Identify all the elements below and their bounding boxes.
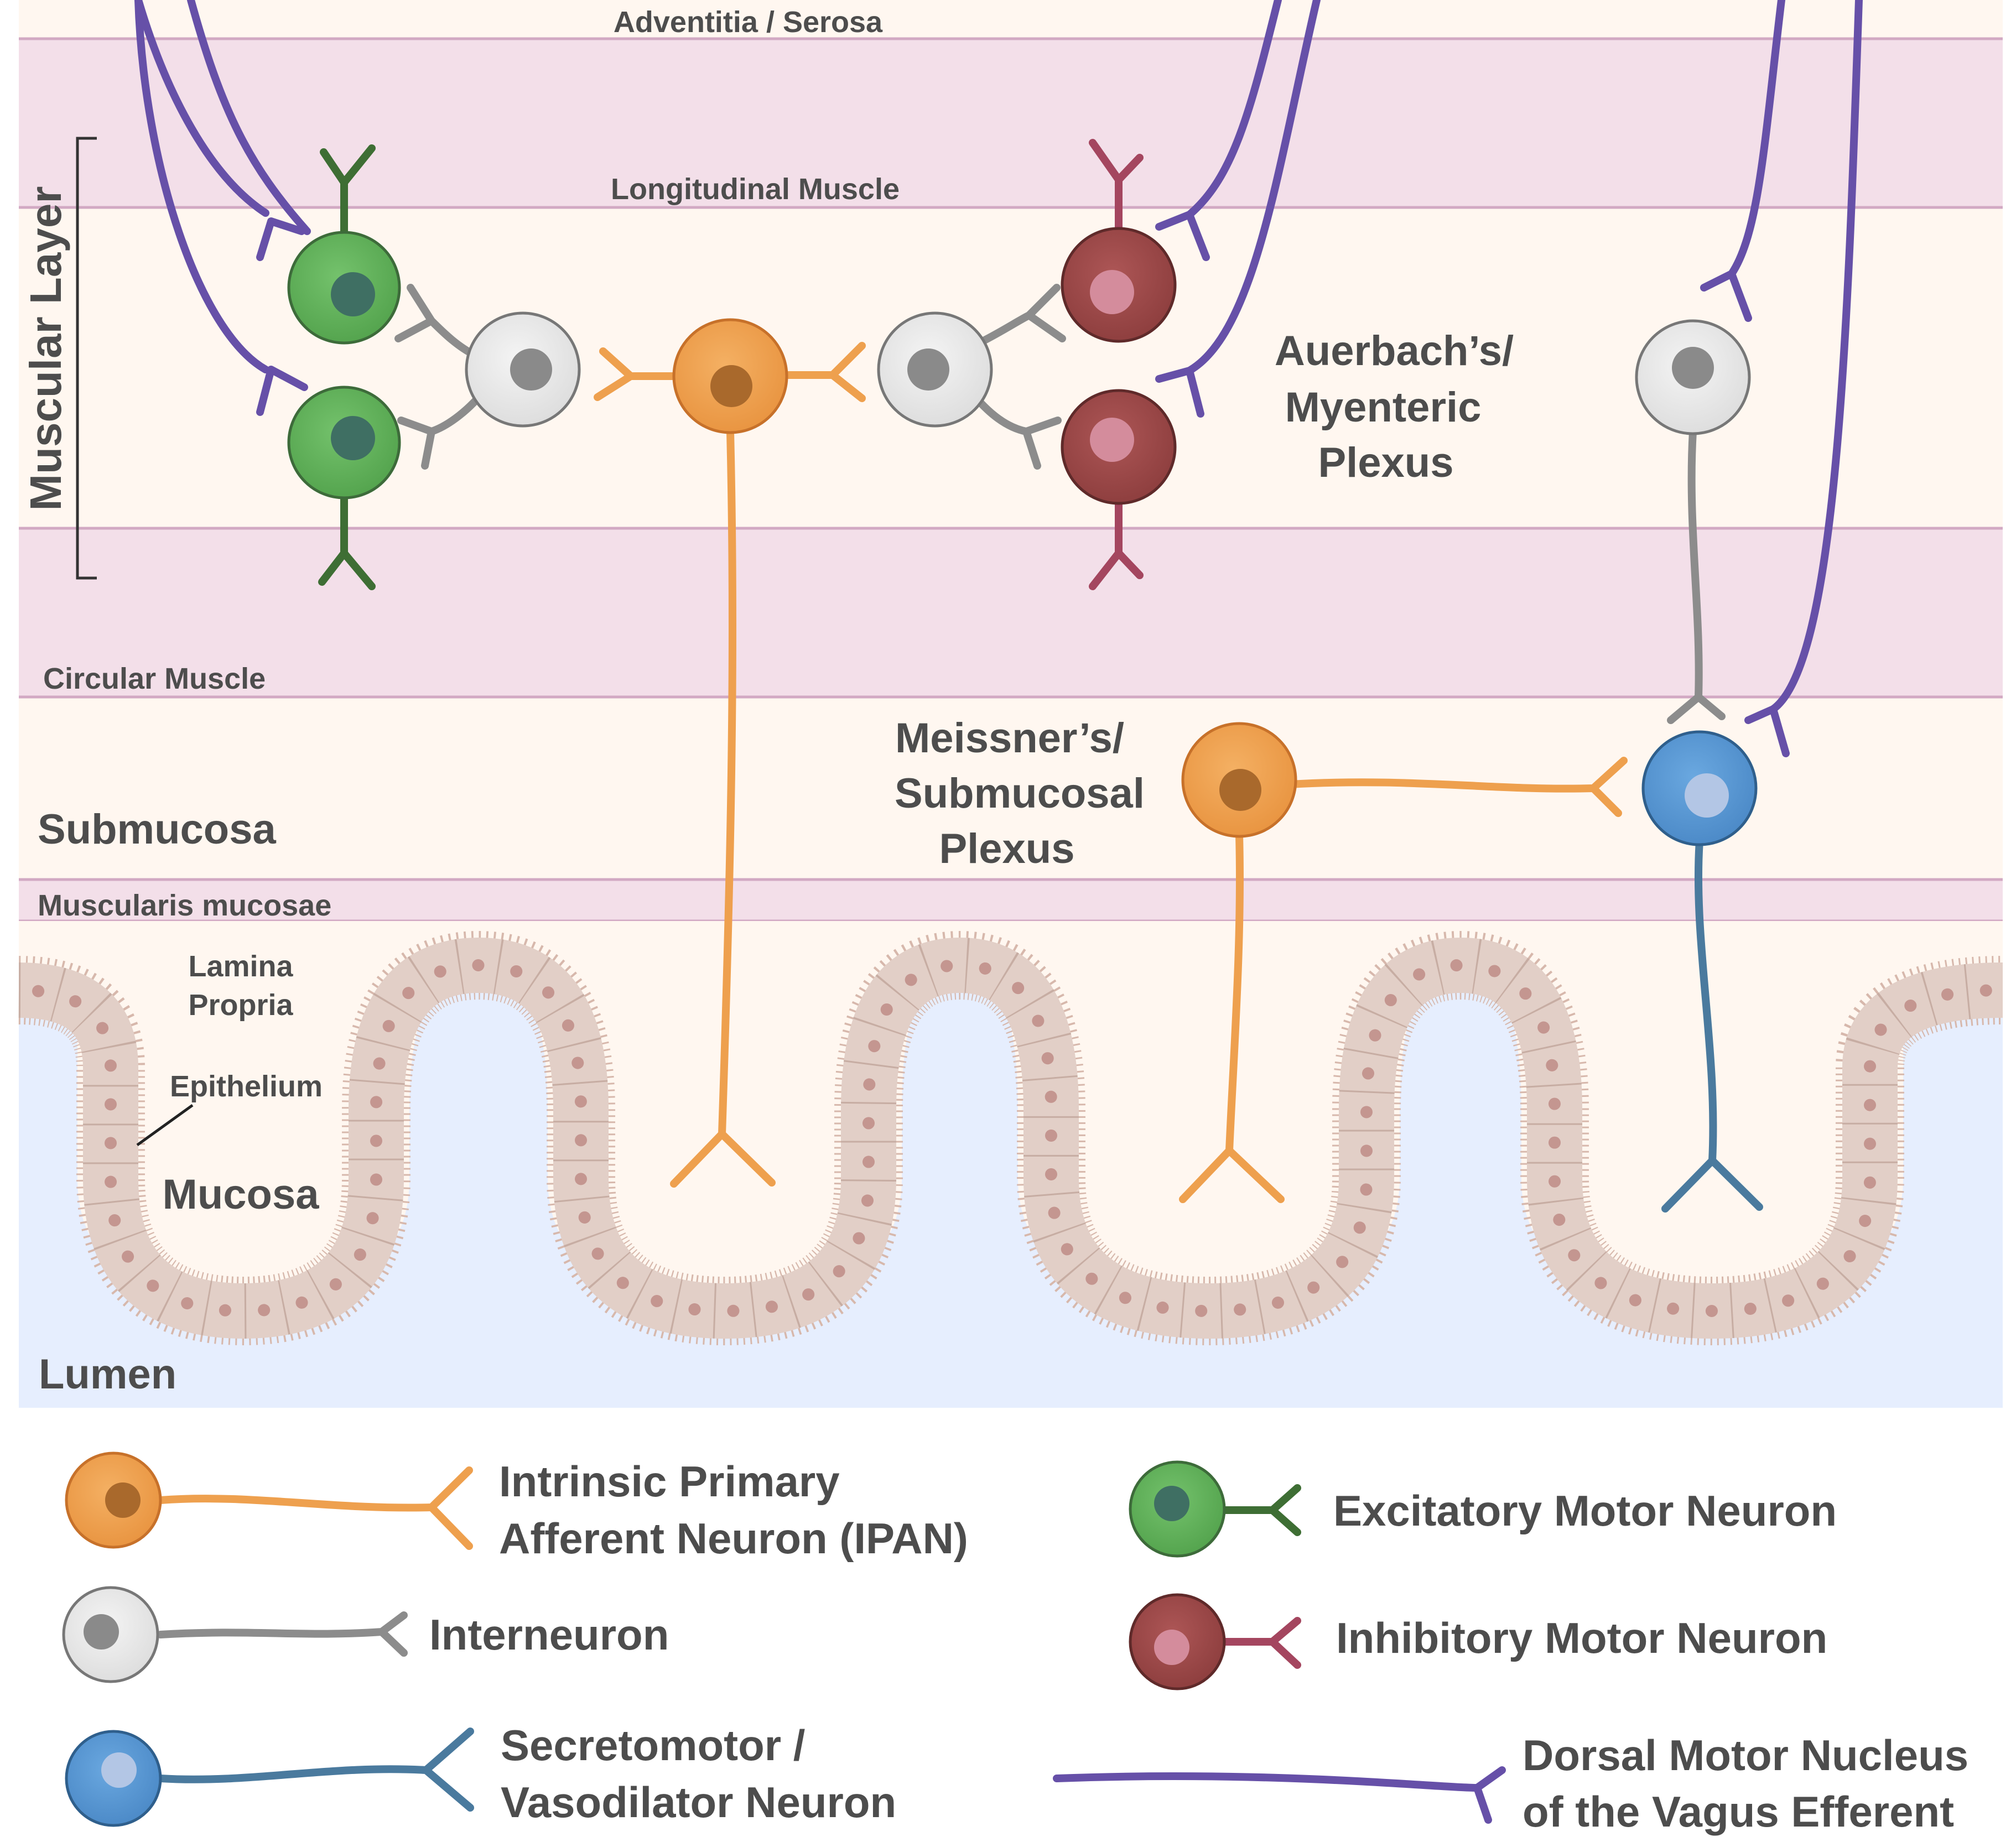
adventitia-band [19, 0, 2003, 39]
auerbach-label-3: Plexus [1318, 439, 1453, 486]
legend-ipan-axon [157, 1466, 473, 1550]
excitatory-neuron-2 [287, 386, 401, 500]
interneuron-axon-right-2 [973, 394, 1062, 470]
legend-inhibitory-axon [1219, 1617, 1301, 1669]
legend-inhibitory-label: Inhibitory Motor Neuron [1336, 1614, 1827, 1662]
epithelium-label: Epithelium [170, 1070, 323, 1103]
vagus-fiber-6 [1728, 0, 1785, 278]
axons [318, 139, 1763, 1213]
legend: Intrinsic Primary Afferent Neuron (IPAN)… [62, 1451, 1968, 1836]
interneuron-1 [465, 311, 581, 428]
lumen-label: Lumen [39, 1351, 176, 1398]
ipan-axon-right [779, 342, 866, 402]
inhibitory-axon-down [1089, 494, 1144, 590]
legend-secretomotor-label-1: Secretomotor / [501, 1721, 805, 1770]
inhibitory-neuron-2 [1061, 389, 1177, 505]
legend-excitatory: Excitatory Motor Neuron [1129, 1460, 1837, 1558]
longitudinal-muscle-label: Longitudinal Muscle [611, 173, 900, 206]
excitatory-axon-down [318, 493, 376, 590]
inhibitory-neuron-1 [1061, 227, 1177, 343]
legend-secretomotor-axon [157, 1728, 474, 1812]
vagus-fiber-2 [187, 0, 311, 235]
vagus-terminal-1 [256, 217, 305, 261]
layer-labels: Adventitia / Serosa Longitudinal Muscle … [21, 6, 900, 1398]
auerbach-label-1: Auerbach’s/ [1275, 327, 1514, 374]
legend-inhibitory-nucleus [1154, 1630, 1189, 1665]
inhibitory-axon-up [1089, 139, 1144, 233]
ipan-neuron-2 [1181, 722, 1297, 838]
vagus-fiber-1 [134, 0, 269, 217]
vagus-terminal-4 [1155, 367, 1204, 418]
ipan-axon-down-2 [1179, 831, 1285, 1203]
legend-secretomotor-label-2: Vasodilator Neuron [501, 1778, 896, 1827]
legend-vagus-axon [1053, 1766, 1506, 1824]
legend-ipan-label-1: Intrinsic Primary [499, 1457, 840, 1506]
legend-secretomotor: Secretomotor / Vasodilator Neuron [65, 1721, 896, 1827]
lamina-propria-label-2: Propria [188, 988, 293, 1022]
secretomotor-axon-down [1661, 837, 1763, 1213]
muscular-layer-label: Muscular Layer [21, 186, 70, 511]
plexus-labels: Auerbach’s/ Myenteric Plexus Meissner’s/… [895, 327, 1514, 872]
circular-muscle-band [19, 528, 2003, 697]
adventitia-label: Adventitia / Serosa [614, 6, 883, 39]
interneuron-3 [1635, 319, 1751, 435]
secretomotor-neuron [1641, 730, 1758, 846]
vagus-fiber-4 [1186, 0, 1282, 218]
meissner-label-3: Plexus [939, 825, 1074, 872]
legend-secretomotor-nucleus [101, 1752, 137, 1788]
mucosa-villi [13, 921, 2009, 1345]
muscularis-mucosae-label: Muscularis mucosae [38, 889, 331, 922]
ipan-axon-down-1 [670, 428, 776, 1188]
muscularis-mucosae-band [19, 880, 2003, 921]
legend-vagus-label-2: of the Vagus Efferent [1523, 1787, 1954, 1836]
vagus-fiber-5 [1186, 0, 1321, 374]
legend-excitatory-axon [1219, 1484, 1301, 1536]
vagus-terminal-6 [1744, 705, 1790, 757]
ipan-axon-left [594, 347, 682, 401]
epithelium-nuclei [13, 959, 2009, 1317]
ipan-axon-right-2 [1285, 757, 1628, 817]
excitatory-neuron-1 [287, 231, 401, 345]
legend-vagus-label-1: Dorsal Motor Nucleus [1523, 1731, 1968, 1780]
legend-excitatory-nucleus [1154, 1486, 1189, 1521]
submucosa-label: Submucosa [38, 806, 276, 853]
neuron-somas [287, 227, 1758, 846]
legend-vagus: Dorsal Motor Nucleus of the Vagus Effere… [1053, 1731, 1968, 1836]
vagus-fiber-3 [134, 0, 269, 373]
interneuron-axon-down [1667, 428, 1726, 724]
epithelium-pointer [136, 1104, 194, 1147]
legend-interneuron-axon [157, 1611, 408, 1657]
vagus-terminal-3 [1155, 211, 1210, 261]
legend-interneuron-nucleus [84, 1614, 119, 1650]
legend-ipan-label-2: Afferent Neuron (IPAN) [499, 1514, 968, 1563]
excitatory-axon-up [320, 144, 376, 242]
vagus-fiber-7 [1769, 0, 1863, 713]
legend-excitatory-label: Excitatory Motor Neuron [1333, 1486, 1837, 1535]
vagus-terminal-2 [256, 366, 308, 416]
meissner-label-1: Meissner’s/ [895, 715, 1124, 762]
ipan-neuron-1 [672, 318, 788, 434]
legend-ipan-nucleus [105, 1482, 141, 1518]
interneuron-axon-right-1 [975, 284, 1066, 347]
vagus-efferents [134, 0, 1863, 757]
mucosa-label: Mucosa [163, 1171, 320, 1218]
longitudinal-muscle-band [19, 39, 2003, 207]
interneuron-2 [877, 311, 993, 428]
legend-inhibitory: Inhibitory Motor Neuron [1129, 1593, 1827, 1690]
legend-interneuron-label: Interneuron [429, 1610, 669, 1659]
lamina-propria-label-1: Lamina [188, 950, 293, 983]
meissner-label-2: Submucosal [895, 770, 1145, 817]
legend-interneuron: Interneuron [62, 1586, 669, 1683]
vagus-terminal-5 [1700, 270, 1752, 322]
legend-ipan: Intrinsic Primary Afferent Neuron (IPAN) [65, 1451, 968, 1563]
muscular-layer-bracket [76, 137, 97, 580]
circular-muscle-label: Circular Muscle [43, 662, 266, 695]
auerbach-label-2: Myenteric [1285, 384, 1482, 431]
